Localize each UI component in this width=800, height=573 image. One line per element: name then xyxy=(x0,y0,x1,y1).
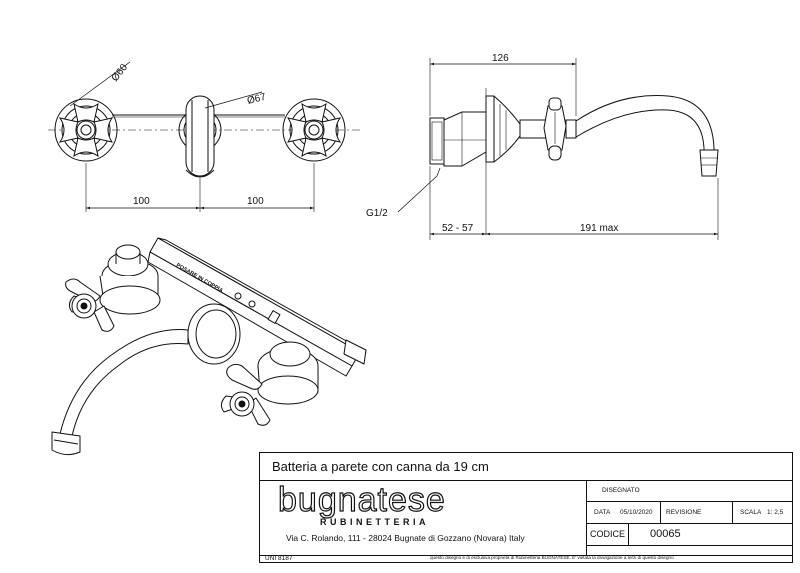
data-label: DATA xyxy=(594,509,611,516)
dim-spout-reach: 191 max xyxy=(580,223,618,234)
dim-spacing-left: 100 xyxy=(133,196,150,207)
footer-strip xyxy=(259,554,793,563)
disegnato-label: DISEGNATO xyxy=(602,487,640,494)
title-block: Batteria a parete con canna da 19 cm bug… xyxy=(259,452,793,556)
company-logo-sub: RUBINETTERIA xyxy=(320,517,429,527)
front-view xyxy=(48,61,360,212)
right-handle-front xyxy=(282,98,346,162)
codice-label: CODICE xyxy=(590,529,626,539)
left-handle-front xyxy=(54,98,118,162)
company-logo: bugnatese xyxy=(277,481,446,519)
dim-depth-total: 126 xyxy=(492,53,509,64)
side-view xyxy=(397,58,719,240)
copyright-notice: questo disegno è di esclusiva proprietà … xyxy=(430,555,674,560)
dim-dia-60: Ø60 xyxy=(110,62,131,84)
scala-value: 1: 2,5 xyxy=(767,509,784,516)
dim-dia-67: Ø67 xyxy=(246,92,267,107)
company-address: Via C. Rolando, 111 - 28024 Bugnate di G… xyxy=(286,533,525,543)
data-value: 05/10/2020 xyxy=(620,509,653,516)
revisione-label: REVISIONE xyxy=(666,509,702,516)
spout-front xyxy=(178,95,222,178)
scala-label: SCALA xyxy=(740,509,762,516)
dim-spacing-right: 100 xyxy=(247,196,264,207)
isometric-view xyxy=(51,237,367,456)
dim-thread: G1/2 xyxy=(366,208,388,219)
drawing-title: Batteria a parete con canna da 19 cm xyxy=(272,459,489,474)
dim-wall-range: 52 - 57 xyxy=(442,223,474,234)
uni-standard: UNI 8187 xyxy=(265,555,293,562)
codice-value: 00065 xyxy=(650,528,681,540)
